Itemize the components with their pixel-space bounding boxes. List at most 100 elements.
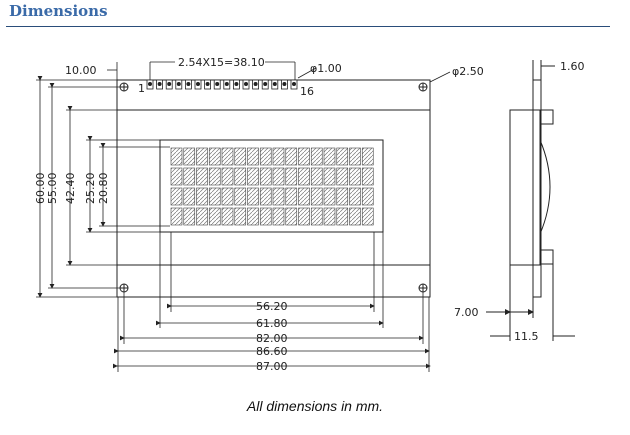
character-cell: [247, 187, 259, 206]
character-cell: [361, 207, 374, 226]
character-cell: [196, 167, 208, 186]
character-cell: [221, 147, 234, 166]
caption: All dimensions in mm.: [246, 398, 384, 414]
pin-dot: [176, 82, 181, 86]
character-cell: [361, 187, 374, 206]
character-cell: [298, 207, 310, 226]
pin-dot: [253, 82, 258, 86]
character-cell: [285, 207, 298, 226]
character-cell: [272, 207, 285, 226]
viewing-area: [159, 139, 384, 233]
character-cell: [310, 207, 323, 226]
character-cell: [196, 187, 208, 206]
character-cell: [272, 167, 285, 186]
character-cell: [183, 167, 196, 186]
side-view-header-bottom: [540, 249, 554, 265]
character-cell: [221, 207, 234, 226]
dim-height-60: 60.00: [34, 173, 47, 205]
dim-side-11-5: 11.5: [514, 330, 539, 343]
dim-height-42: 42.40: [64, 173, 77, 205]
character-cell: [259, 147, 272, 166]
character-cell: [298, 187, 310, 206]
heading-divider: [6, 26, 610, 27]
dim-width-82: 82.00: [256, 332, 288, 345]
pin-dot: [234, 82, 239, 86]
dim-width-61: 61.80: [256, 317, 288, 330]
character-cell: [285, 147, 298, 166]
character-cell: [285, 167, 298, 186]
character-cell: [208, 167, 221, 186]
side-view-pcb: [532, 79, 542, 298]
dim-height-25: 25.20: [84, 173, 97, 205]
side-view-header-top: [540, 109, 554, 125]
character-cell: [361, 147, 374, 166]
pin-dot: [186, 82, 191, 86]
dim-top-left: 10.00: [65, 64, 97, 77]
pin-dot: [215, 82, 220, 86]
character-cell: [349, 167, 361, 186]
pin-dot: [205, 82, 210, 86]
section-heading: Dimensions: [9, 2, 108, 20]
character-cell: [247, 207, 259, 226]
character-cell: [349, 187, 361, 206]
character-cell: [323, 167, 336, 186]
bezel-outline: [116, 109, 431, 266]
side-view-body: [509, 109, 541, 266]
character-cell: [247, 147, 259, 166]
dim-pin-pitch: 2.54X15=38.10: [178, 56, 265, 69]
character-cell: [183, 147, 196, 166]
character-cell: [234, 147, 247, 166]
character-cell: [196, 207, 208, 226]
character-cell: [208, 147, 221, 166]
character-cell: [208, 207, 221, 226]
pin-dot: [272, 82, 277, 86]
pin-dot: [282, 82, 287, 86]
character-cell: [183, 207, 196, 226]
dim-side-7-00: 7.00: [454, 306, 479, 319]
pin-dot: [292, 82, 296, 86]
character-cell: [259, 187, 272, 206]
character-cell: [349, 147, 361, 166]
character-cell: [234, 187, 247, 206]
pin-dot: [157, 82, 162, 86]
pin-dot: [224, 82, 229, 86]
character-cell: [310, 167, 323, 186]
character-cell: [336, 187, 349, 206]
character-cell: [272, 187, 285, 206]
character-cell: [336, 167, 349, 186]
pin-header: [146, 79, 298, 90]
side-view-bulge: [539, 139, 551, 235]
character-cell: [196, 147, 208, 166]
character-cell: [285, 187, 298, 206]
character-cell: [221, 187, 234, 206]
character-cell: [234, 207, 247, 226]
pin-dot: [167, 82, 172, 86]
character-cell: [298, 147, 310, 166]
dim-hole-diameter: φ2.50: [452, 65, 484, 78]
character-cell: [323, 147, 336, 166]
dim-width-86: 86.60: [256, 345, 288, 358]
dim-side-1-60: 1.60: [560, 60, 585, 73]
dim-pin-diameter: φ1.00: [310, 62, 342, 75]
pin-label-16: 16: [300, 85, 314, 98]
pin-dot: [196, 82, 200, 86]
character-cell: [310, 187, 323, 206]
character-cell: [170, 147, 183, 166]
character-cell: [170, 167, 183, 186]
character-cell: [272, 147, 285, 166]
dim-height-20: 20.80: [97, 173, 110, 205]
character-grid: [170, 147, 374, 226]
side-view: [486, 60, 575, 341]
character-cell: [310, 147, 323, 166]
character-cell: [361, 167, 374, 186]
character-cell: [247, 167, 259, 186]
character-cell: [298, 167, 310, 186]
dim-width-56: 56.20: [256, 300, 288, 313]
character-cell: [170, 187, 183, 206]
character-cell: [323, 187, 336, 206]
character-cell: [259, 167, 272, 186]
pin-dot: [148, 82, 152, 86]
pin-label-1: 1: [138, 82, 145, 95]
pin-dot: [263, 82, 268, 86]
